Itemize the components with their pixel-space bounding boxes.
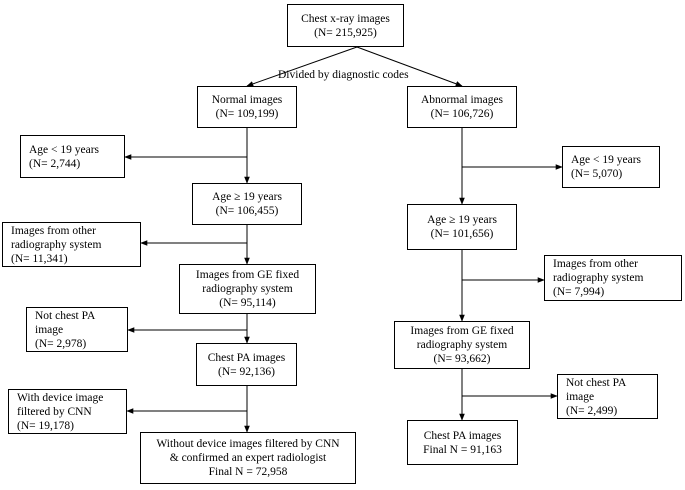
box-line: Chest PA images	[423, 429, 502, 442]
box-line: radiography system	[416, 339, 508, 351]
box-line: filtered by CNN	[17, 405, 92, 418]
left-age-19-plus-box: Age ≥ 19 years (N= 106,455)	[192, 183, 302, 225]
box-line: (N= 11,341)	[11, 252, 68, 265]
box-line: Normal images	[211, 94, 283, 106]
box-line: Final N = 91,163	[423, 443, 502, 456]
right-not-chest-pa-box: Not chest PA image (N= 2,499)	[557, 374, 658, 419]
left-ge-fixed-system-box: Images from GE fixed radiography system …	[179, 264, 316, 314]
box-line: With device image	[17, 391, 104, 404]
left-other-radiography-system-box: Images from other radiography system (N=…	[2, 222, 141, 267]
box-line: (N= 95,114)	[219, 297, 276, 309]
box-line: & confirmed an expert radiologist	[169, 452, 327, 464]
left-age-under-19-box: Age < 19 years (N= 2,744)	[20, 135, 125, 178]
box-line: (N= 106,726)	[430, 108, 494, 120]
box-line: Chest x-ray images	[301, 12, 390, 25]
with-device-filtered-box: With device image filtered by CNN (N= 19…	[8, 389, 127, 434]
box-line: image	[566, 390, 595, 403]
right-ge-fixed-system-box: Images from GE fixed radiography system …	[394, 321, 530, 369]
box-line: (N= 5,070)	[571, 168, 623, 180]
arrow-top-to-normal	[246, 46, 358, 87]
left-chest-pa-images-box: Chest PA images (N= 92,136)	[196, 343, 297, 386]
box-line: (N= 7,994)	[553, 286, 605, 298]
box-line: radiography system	[11, 238, 102, 251]
box-line: Images from GE fixed	[195, 269, 300, 281]
chest-xray-images-box: Chest x-ray images (N= 215,925)	[287, 4, 404, 47]
left-not-chest-pa-box: Not chest PA image (N= 2,978)	[26, 307, 128, 352]
box-line: (N= 92,136)	[218, 365, 275, 378]
box-line: radiography system	[202, 283, 293, 295]
divided-by-diagnostic-codes-label: Divided by diagnostic codes	[278, 69, 409, 81]
box-line: Images from GE fixed	[410, 325, 514, 337]
box-line: Without device images filtered by CNN	[156, 438, 340, 450]
box-line: Not chest PA	[566, 376, 627, 389]
box-line: Images from other	[11, 224, 96, 237]
right-other-radiography-system-box: Images from other radiography system (N=…	[544, 255, 682, 301]
box-line: (N= 215,925)	[314, 26, 377, 39]
box-line: Images from other	[553, 258, 638, 270]
normal-images-box: Normal images (N= 109,199)	[197, 86, 297, 128]
left-final-box: Without device images filtered by CNN & …	[140, 432, 356, 484]
arrow-top-to-abnormal	[356, 46, 463, 87]
box-line: Age < 19 years	[571, 154, 642, 166]
box-line: (N= 2,978)	[35, 337, 87, 350]
box-line: Abnormal images	[420, 94, 504, 106]
box-line: Age ≥ 19 years	[212, 191, 282, 203]
box-line: (N= 106,455)	[215, 205, 279, 217]
abnormal-images-box: Abnormal images (N= 106,726)	[407, 86, 517, 128]
box-line: radiography system	[553, 272, 644, 284]
box-line: (N= 2,744)	[29, 157, 81, 170]
box-line: Age < 19 years	[29, 143, 100, 156]
box-line: Final N = 72,958	[208, 466, 288, 478]
box-line: (N= 109,199)	[215, 108, 279, 120]
right-final-box: Chest PA images Final N = 91,163	[407, 420, 518, 465]
box-line: (N= 2,499)	[566, 404, 618, 417]
box-line: Chest PA images	[207, 351, 286, 364]
right-age-under-19-box: Age < 19 years (N= 5,070)	[562, 146, 660, 188]
box-line: Age ≥ 19 years	[427, 214, 497, 226]
box-line: (N= 93,662)	[433, 353, 491, 365]
right-age-19-plus-box: Age ≥ 19 years (N= 101,656)	[407, 204, 517, 250]
box-line: Not chest PA	[35, 309, 96, 322]
box-line: (N= 19,178)	[17, 419, 74, 432]
box-line: image	[35, 323, 64, 336]
box-line: (N= 101,656)	[430, 228, 494, 240]
